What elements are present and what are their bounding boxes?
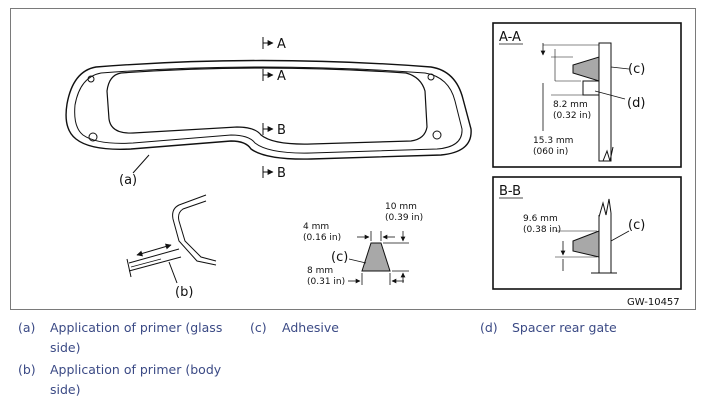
dim-aa-in: (0.32 in): [553, 111, 591, 121]
legend-text: Spacer rear gate: [512, 320, 617, 335]
dim-height-in: (0.39 in): [385, 213, 423, 223]
section-aa-drawing: [540, 42, 630, 162]
diagram-figure: A A B B (a) (b) 4 mm (0.16 in) 10 mm: [10, 8, 696, 310]
section-label-b-top: B: [277, 123, 286, 138]
legend-key: (d): [480, 320, 498, 335]
dim-base-width-in: (0.31 in): [307, 277, 345, 287]
callout-c-bb: (c): [628, 218, 645, 233]
section-label-a-inner: A: [277, 69, 286, 84]
section-label-b-bottom: B: [277, 166, 286, 181]
dim-top-width-in: (0.16 in): [303, 233, 341, 243]
dim-height-mm: 10 mm: [385, 202, 417, 212]
dim-bb-in: (0.38 in): [523, 225, 561, 235]
leader-a: [132, 154, 150, 174]
section-label-a-top: A: [277, 37, 286, 52]
rear-gate-glass-view: [65, 59, 472, 160]
diagram-canvas: A A B B (a) (b) 4 mm (0.16 in) 10 mm: [65, 22, 682, 308]
dim-top-width-mm: 4 mm: [303, 222, 329, 232]
callout-a: (a): [119, 173, 137, 188]
callout-c-profile: (c): [331, 250, 348, 265]
section-bb-box: [492, 176, 682, 290]
section-aa-title: A-A: [499, 30, 521, 45]
dim-bb-mm: 9.6 mm: [523, 214, 558, 224]
section-bb-title: B-B: [499, 184, 521, 199]
dim-aa2-mm: 15.3 mm: [533, 136, 573, 146]
figure-id: GW-10457: [627, 297, 680, 308]
dim-aa2-in: (060 in): [533, 147, 568, 157]
primer-body-detail: [126, 194, 217, 278]
leader-b: [168, 261, 178, 284]
legend-key: (a): [18, 320, 36, 335]
adhesive-profile: [348, 231, 409, 285]
callout-c-aa: (c): [628, 62, 645, 77]
dim-aa-mm: 8.2 mm: [553, 100, 588, 110]
legend-key: (b): [18, 362, 36, 377]
legend-text: Adhesive: [282, 320, 339, 335]
section-bb-drawing: [555, 198, 630, 274]
callout-b: (b): [175, 285, 193, 300]
section-markers: [262, 37, 274, 178]
legend-key: (c): [250, 320, 267, 335]
callout-d-aa: (d): [627, 96, 645, 111]
dim-base-width-mm: 8 mm: [307, 266, 333, 276]
section-aa-box: [492, 22, 682, 168]
